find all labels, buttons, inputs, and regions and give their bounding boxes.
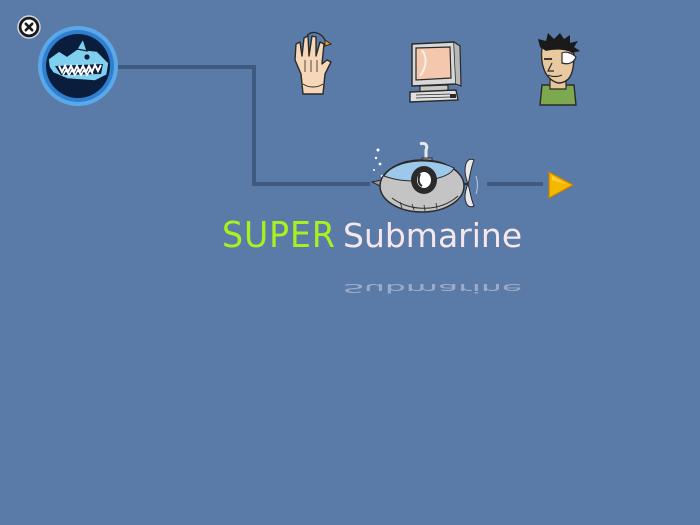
close-button[interactable] xyxy=(17,15,41,39)
title-submarine: Submarine xyxy=(343,216,523,255)
submarine-activity-button[interactable] xyxy=(370,140,482,222)
close-icon xyxy=(17,15,41,39)
face-icon xyxy=(538,33,580,106)
title-submarine-reflection: Submarine xyxy=(343,281,523,296)
person-activity-button[interactable] xyxy=(532,33,584,107)
play-button[interactable] xyxy=(546,170,576,200)
play-arrow-icon xyxy=(548,170,575,200)
computer-activity-button[interactable] xyxy=(406,38,462,104)
title-super: SUPER xyxy=(222,215,336,256)
hand-icon xyxy=(294,31,333,95)
submarine-icon xyxy=(370,142,478,213)
shark-home-button[interactable] xyxy=(37,25,119,107)
shark-icon xyxy=(38,26,118,106)
hand-activity-button[interactable] xyxy=(287,30,337,98)
computer-icon xyxy=(409,41,462,103)
